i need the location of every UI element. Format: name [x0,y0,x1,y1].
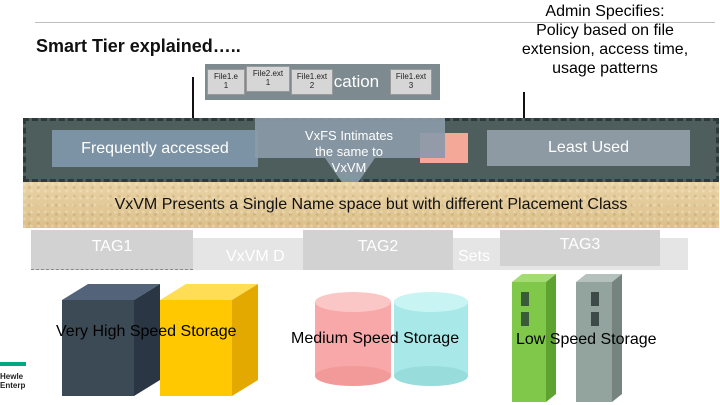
frequently-accessed-box: Frequently accessed [52,130,258,167]
grey-server-icon [576,274,622,402]
low-speed-storage-label: Low Speed Storage [516,331,657,348]
medium-speed-storage-label: Medium Speed Storage [291,330,460,347]
admin-note-line: extension, access time, [521,41,689,58]
volume-set-label-right: Sets [458,248,491,265]
very-high-speed-box-icon [62,284,160,396]
vxfs-note: VxFS Intimates the same to VxVM [304,128,394,175]
application-label: ication [330,72,380,91]
file-item[interactable]: File1.ext 2 [291,69,333,95]
least-used-box: Least Used [487,130,690,166]
file-item[interactable]: File2.ext 1 [246,66,290,92]
header-divider [35,22,715,23]
cyan-cylinder-icon [394,292,468,386]
namespace-text: VxVM Presents a Single Name space but wi… [114,196,628,213]
tag3-box: TAG3 [500,230,660,266]
green-server-icon [512,274,556,402]
tag2-label: TAG2 [357,238,399,255]
hpe-logo-icon [0,362,26,366]
file-item[interactable]: File1.ext 3 [390,69,432,95]
tag2-box: TAG2 [303,230,453,270]
namespace-band [23,182,719,228]
tag1-label: TAG1 [91,238,133,255]
very-high-speed-storage-label: Very High Speed Storage [56,323,237,340]
volume-set-label-left: VxVM D [226,248,285,265]
admin-note-line: Admin Specifies: [545,3,665,20]
admin-policy-note: Admin Specifies: Policy based on file ex… [500,2,710,78]
medium-speed-cylinder-icon [315,292,391,386]
tag1-box: TAG1 [31,230,193,270]
tag3-label: TAG3 [559,236,601,253]
admin-note-line: usage patterns [552,60,658,77]
yellow-storage-box-icon [160,284,258,396]
file-item[interactable]: File1.e 1 [207,69,245,95]
admin-note-line: Policy based on file [536,22,674,39]
company-logo-text: Hewle Enterp [0,372,26,390]
slide-title: Smart Tier explained….. [36,36,241,56]
storage-graphics [0,274,622,402]
funnel-arrow-icon [255,118,445,194]
